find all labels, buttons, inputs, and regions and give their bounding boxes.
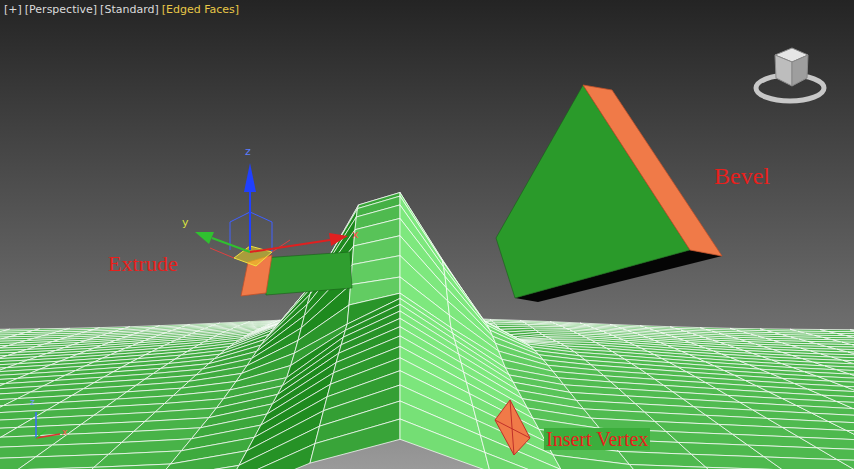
view-cube	[756, 48, 824, 101]
axis-label: z	[245, 146, 251, 158]
y-arrowhead	[195, 232, 214, 244]
menu-item: [Perspective]	[25, 4, 97, 16]
beveled-face	[583, 85, 722, 256]
axis-label: x	[352, 229, 359, 241]
selected-face	[495, 400, 530, 455]
box-side	[262, 252, 352, 295]
mesh-face	[837, 460, 854, 469]
vertex-edges	[495, 400, 530, 455]
menu-item: [Standard]	[100, 4, 159, 16]
operation-label: Extrude	[108, 252, 178, 276]
x-axis	[250, 240, 330, 252]
axis-label: y	[182, 217, 189, 229]
mesh-face	[220, 444, 315, 469]
mesh-face	[310, 419, 400, 463]
tripod-y	[36, 430, 46, 438]
insert-vertex-face	[495, 400, 530, 455]
axis-label: z	[30, 398, 35, 408]
cube-right	[792, 55, 808, 86]
mesh-face	[485, 453, 580, 469]
mesh-face	[691, 454, 782, 469]
operation-label: Bevel	[714, 163, 770, 189]
move-gizmo	[195, 163, 348, 266]
mesh-face	[0, 467, 94, 469]
terrain-mesh	[0, 193, 854, 469]
bevel-frustum	[496, 85, 722, 302]
axis-label: x	[62, 428, 67, 438]
tripod-z	[35, 412, 37, 438]
mesh-face	[400, 419, 490, 469]
operation-label: Insert Vertex	[544, 428, 650, 450]
z-arrowhead	[244, 163, 256, 192]
y-axis	[212, 238, 250, 252]
menu-item: [Edged Faces]	[162, 4, 239, 16]
x-arrowhead	[329, 233, 348, 246]
mesh-face	[553, 455, 642, 469]
axis-tripod	[36, 412, 60, 438]
cube-left	[775, 55, 792, 86]
viewport-menu: [+][Perspective][Standard][Edged Faces]	[4, 4, 239, 16]
mesh-face	[764, 457, 854, 469]
mesh-face	[706, 467, 803, 469]
mesh-face	[145, 465, 239, 469]
mesh-face	[78, 464, 171, 469]
menu-item: [+]	[4, 4, 22, 16]
z-axis	[249, 190, 251, 250]
